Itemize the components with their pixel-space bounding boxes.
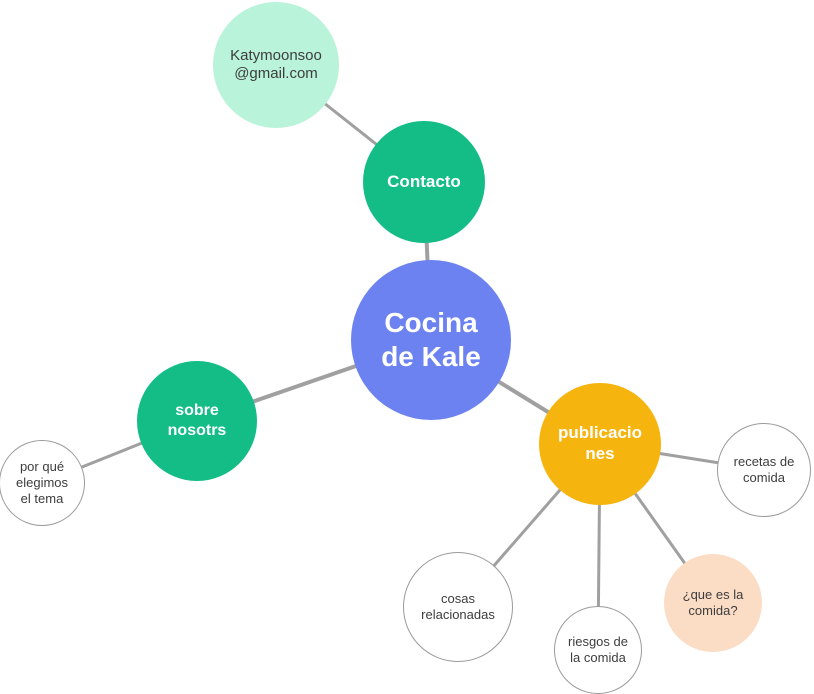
node-email[interactable]: Katymoonsoo @gmail.com — [213, 2, 339, 128]
node-label: cosas relacionadas — [421, 591, 495, 622]
node-label: por qué elegimos el tema — [15, 459, 69, 506]
node-label: sobre nosotrs — [167, 402, 227, 439]
node-label: publicacio nes — [557, 423, 643, 463]
node-label: recetas de comida — [733, 454, 795, 485]
node-por-que[interactable]: por qué elegimos el tema — [0, 440, 85, 526]
node-root[interactable]: Cocina de Kale — [351, 260, 511, 420]
node-cosas[interactable]: cosas relacionadas — [403, 552, 513, 662]
node-recetas[interactable]: recetas de comida — [717, 423, 811, 517]
node-contacto[interactable]: Contacto — [363, 121, 485, 243]
node-que-es[interactable]: ¿que es la comida? — [664, 554, 762, 652]
node-label: ¿que es la comida? — [682, 587, 744, 618]
node-riesgos[interactable]: riesgos de la comida — [554, 606, 642, 694]
node-label: riesgos de la comida — [568, 634, 628, 665]
node-label: Katymoonsoo @gmail.com — [230, 46, 322, 82]
node-label: Cocina de Kale — [381, 306, 481, 372]
node-publicaciones[interactable]: publicacio nes — [539, 383, 661, 505]
node-sobre-nosotros[interactable]: sobre nosotrs — [137, 361, 257, 481]
node-label: Contacto — [387, 171, 461, 191]
